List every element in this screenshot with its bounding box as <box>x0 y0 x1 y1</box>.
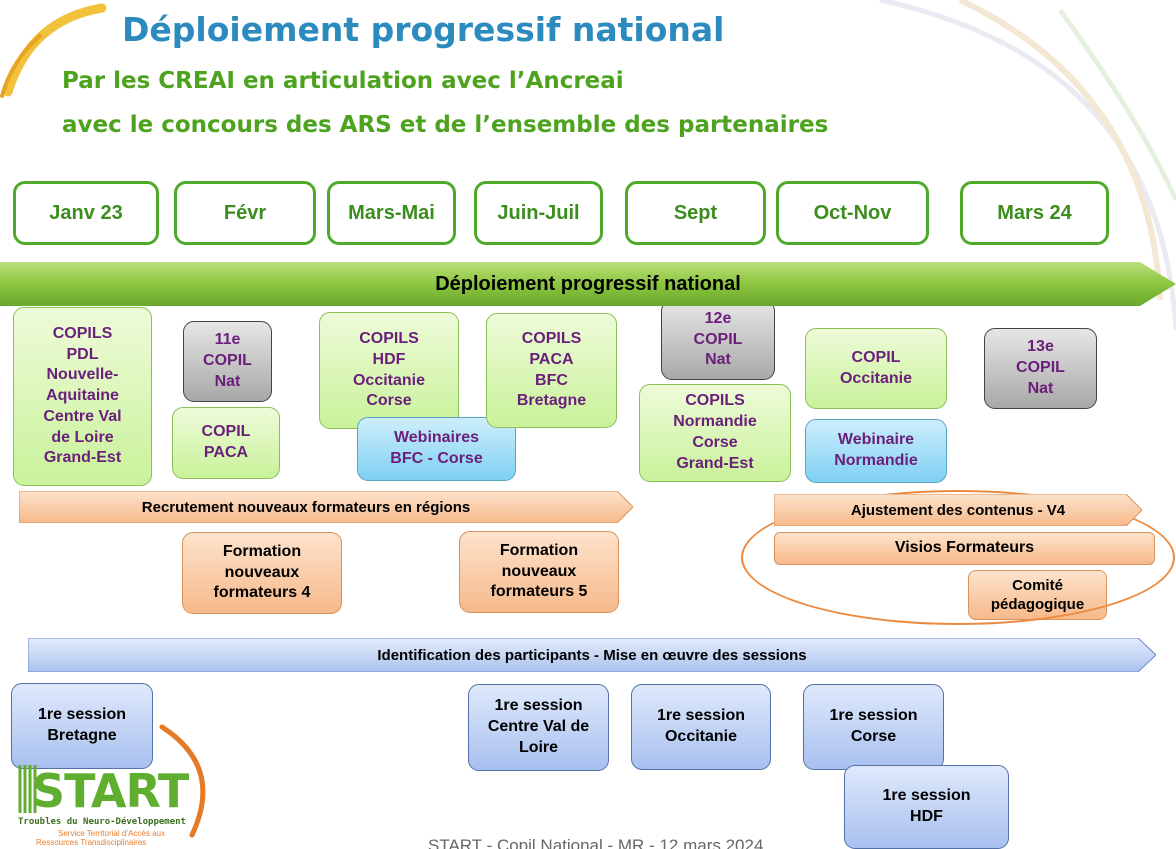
formation-5-box: Formation nouveaux formateurs 5 <box>459 531 619 613</box>
session-cvl-box: 1re session Centre Val de Loire <box>468 684 609 771</box>
session-corse-box: 1re session Corse <box>803 684 944 770</box>
copils-hdf-box: COPILS HDF Occitanie Corse <box>319 312 459 429</box>
copils-normandie-box: COPILS Normandie Corse Grand-Est <box>639 384 791 482</box>
national-deployment-label: Déploiement progressif national <box>435 272 741 295</box>
recruitment-label: Recrutement nouveaux formateurs en régio… <box>141 498 471 516</box>
identification-label: Identification des participants - Mise e… <box>377 646 807 664</box>
recruitment-bar: Recrutement nouveaux formateurs en régio… <box>19 491 633 523</box>
logo-subtitle-2: Service Territorial d’Accès aux <box>58 829 166 838</box>
copil-13-nat-box: 13e COPIL Nat <box>984 328 1097 409</box>
session-bretagne-box: 1re session Bretagne <box>11 683 153 769</box>
identification-bar: Identification des participants - Mise e… <box>28 638 1156 672</box>
decorative-arcs-right <box>879 0 1176 331</box>
month-mars-mai: Mars-Mai <box>327 181 456 245</box>
start-logo-icon <box>18 724 206 838</box>
formation-4-box: Formation nouveaux formateurs 4 <box>182 532 342 614</box>
copils-pdl-box: COPILS PDL Nouvelle- Aquitaine Centre Va… <box>13 307 152 486</box>
adjustment-bar: Ajustement des contenus - V4 <box>774 494 1142 526</box>
session-hdf-box: 1re session HDF <box>844 765 1009 849</box>
webinaire-normandie-box: Webinaire Normandie <box>805 419 947 483</box>
subtitle-2: avec le concours des ARS et de l’ensembl… <box>62 112 829 138</box>
page-title: Déploiement progressif national <box>122 10 725 49</box>
logo-subtitle-3: Ressources Transdisciplinaires <box>36 838 147 847</box>
logo-subtitle-1: Troubles du Neuro-Développement <box>18 817 186 827</box>
adjustment-label: Ajustement des contenus - V4 <box>850 501 1066 519</box>
month-oct-nov: Oct-Nov <box>776 181 929 245</box>
copil-11-nat-box: 11e COPIL Nat <box>183 321 272 402</box>
month-janv-23: Janv 23 <box>13 181 159 245</box>
subtitle-1: Par les CREAI en articulation avec l’Anc… <box>62 68 624 94</box>
decorative-arc <box>0 3 107 98</box>
webinaires-bfc-corse-box: Webinaires BFC - Corse <box>357 417 516 481</box>
copil-12-nat-box: 12e COPIL Nat <box>661 300 775 380</box>
copils-paca-bfc-box: COPILS PACA BFC Bretagne <box>486 313 617 428</box>
logo-text: START <box>32 764 189 818</box>
month-fevr: Févr <box>174 181 316 245</box>
copil-paca-box: COPIL PACA <box>172 407 280 479</box>
month-juin-juil: Juin-Juil <box>474 181 603 245</box>
month-sept: Sept <box>625 181 766 245</box>
month-mars-24: Mars 24 <box>960 181 1109 245</box>
highlight-ellipse <box>741 490 1175 625</box>
copil-occitanie-box: COPIL Occitanie <box>805 328 947 409</box>
national-deployment-bar: Déploiement progressif national <box>0 262 1176 306</box>
footer-text: START - Copil National - MR - 12 mars 20… <box>428 836 764 849</box>
session-occitanie-box: 1re session Occitanie <box>631 684 771 770</box>
